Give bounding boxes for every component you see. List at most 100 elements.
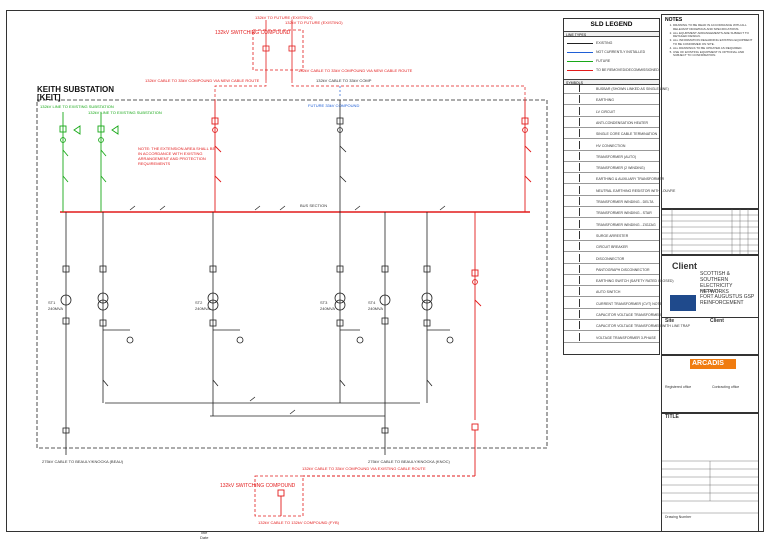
arcadis-logo <box>690 359 736 369</box>
legend-line-label: NOT CURRENTLY INSTALLED <box>596 50 646 54</box>
legend-symbol-label: LV CIRCUIT <box>596 109 616 114</box>
company-name: ARCADIS <box>692 360 724 367</box>
bottom-cable-label: 132kV CABLE TO 132kV COMPOUND (FYB) <box>258 520 339 525</box>
legend-symbol-glyph <box>579 185 580 194</box>
legend-symbol-label: CIRCUIT BREAKER <box>596 245 628 250</box>
legend-line-swatch <box>567 70 593 71</box>
top-compound-label: 132kV SWITCHING COMPOUND <box>215 30 291 36</box>
drawing-frame <box>6 10 764 532</box>
legend-symbol-label: TRANSFORMER WINDING - ZIGZAG <box>596 222 656 227</box>
project-label: PROJECT <box>700 288 719 293</box>
bottom-right-label: 275kV CABLE TO BEAULY/KNOCKA (KNOC) <box>368 459 450 464</box>
legend-symbol-label: EARTHING SWITCH (SAFETY RATED CLOSED) <box>596 279 674 284</box>
legend-symbol-glyph <box>579 230 580 239</box>
legend-symbol-label: SURGE ARRESTER <box>596 233 629 238</box>
footer-date: Date <box>200 535 209 540</box>
substation-code: [KEIT] <box>37 93 61 102</box>
note-item: USE OF EXISTING EQUIPMENT IS OPTIONAL AN… <box>673 50 757 59</box>
bus-section-switches <box>129 205 446 415</box>
client-block: Client SCOTTISH & SOUTHERN ELECTRICITY N… <box>661 254 759 356</box>
transformer-label-2: ST2 <box>195 300 203 305</box>
transformer-label-4: ST4 <box>368 300 376 305</box>
title-label: TITLE <box>665 414 679 420</box>
site-label: Site <box>665 318 675 324</box>
legend-line-swatch <box>567 43 593 44</box>
transformer-bays <box>60 212 454 455</box>
top-compound-box <box>252 29 304 71</box>
client-label: Client <box>672 261 698 271</box>
legend-symbol-glyph <box>579 242 580 251</box>
note-item: ALL DRAWINGS TO BE UPDATED AS REQUIRED. <box>673 46 757 51</box>
legend-symbol-glyph <box>579 84 580 92</box>
legend-symbol-glyph <box>579 219 580 228</box>
substation-boundary <box>36 99 548 449</box>
legend-symbol-label: CURRENT TRANSFORMER (CVT) NOTE <box>596 301 662 306</box>
drawing-number-label: Drawing Number <box>665 515 692 519</box>
transformer-rating-3: 240MVA <box>320 306 336 311</box>
legend-symbol-label: BUSBAR (SHOWN LINKED AS SINGLE LINE) <box>596 87 669 91</box>
green-feeder-label-1: 132kV LINE TO EXISTING SUBSTATION <box>40 104 114 109</box>
legend-symbol-glyph <box>579 163 580 172</box>
note-item: ALL EQUIPMENT ARRANGEMENTS ARE SUBJECT T… <box>673 31 757 40</box>
legend-symbol-glyph <box>579 287 580 296</box>
legend-line-label: TO BE REMOVED/DECOMMISSIONED <box>596 68 659 72</box>
client-name: SCOTTISH & SOUTHERN ELECTRICITY NETWORKS <box>700 271 733 295</box>
top-compound-feeders <box>262 20 296 80</box>
legend-symbol-glyph <box>579 332 580 341</box>
legend-symbol-label: SINGLE CORE CABLE TERMINATION <box>596 132 658 137</box>
legend-symbol-label: EARTHING & AUXILIARY TRANSFORMER <box>596 177 665 182</box>
legend-symbol-glyph <box>579 298 580 307</box>
note-item: ALL INFORMATION REGARDING EXISTING EQUIP… <box>673 38 757 47</box>
legend-symbol-glyph <box>579 151 580 160</box>
legend-symbol-glyph <box>579 276 580 285</box>
left-red-note: 132kV CABLE TO 33kV COMPOUND VIA NEW CAB… <box>145 78 260 83</box>
legend-symbol-glyph <box>579 174 580 183</box>
substation-title: KEITH SUBSTATION <box>37 85 115 94</box>
note-item: DRAWING TO BE READ IN ACCORDANCE WITH AL… <box>673 23 757 32</box>
footer-title: Title <box>200 530 208 535</box>
legend-section-lines: LINE TYPES <box>564 31 659 37</box>
legend-symbol-label: TRANSFORMER WINDING - DELTA <box>596 200 654 204</box>
transformer-label-3: ST3 <box>320 300 328 305</box>
revision-table <box>661 208 759 256</box>
notes-title: NOTES <box>665 17 683 23</box>
mid-note: NOTE: THE EXTENSION AREA SHALL BE IN ACC… <box>138 146 216 166</box>
client-column-label: Client <box>710 318 724 324</box>
company-block: ARCADIS Registered office Contracting of… <box>661 354 759 414</box>
legend-symbol-glyph <box>579 264 580 273</box>
transformer-rating-2: 240MVA <box>195 306 211 311</box>
legend-symbol-label: PANTOGRAPH DISCONNECTOR <box>596 267 650 272</box>
green-feeder-bays <box>59 112 119 212</box>
notes-panel: NOTES DRAWING TO BE READ IN ACCORDANCE W… <box>661 14 759 210</box>
blue-note-1: FUTURE 33kV COMPOUND <box>308 103 360 108</box>
legend-symbol-label: DISCONNECTOR <box>596 256 625 261</box>
transformer-label-1: ST1 <box>48 300 56 305</box>
bus-section-label: BUS SECTION <box>300 203 328 208</box>
sse-logo <box>670 295 696 311</box>
top-red-note: 132kV CABLE TO 33kV COMPOUND VIA NEW CAB… <box>298 68 413 73</box>
top-feeder-label-2: 132kV TO FUTURE (EXISTING) <box>285 20 343 25</box>
transformer-rating-1: 240MVA <box>48 306 64 311</box>
legend-symbol-label: HV CONNECTION <box>596 143 626 148</box>
bottom-red-note: 132kV CABLE TO 33kV COMPOUND VIA EXISTIN… <box>302 466 426 471</box>
legend-symbol-label: AUTO SWITCH <box>596 290 621 295</box>
legend-symbol-glyph <box>579 140 580 149</box>
legend-symbol-glyph <box>579 253 580 262</box>
legend-symbol-label: ANTI-CONDENSATION HEATER <box>596 120 648 125</box>
legend-symbol-glyph <box>579 197 580 205</box>
legend-line-swatch <box>567 61 593 62</box>
bottom-left-label: 275kV CABLE TO BEAULY/KNOCKA (BEAU) <box>42 459 124 464</box>
legend-line-swatch <box>567 52 593 53</box>
contracting-office-label: Contracting office <box>712 385 740 389</box>
transformer-rating-4: 240MVA <box>368 306 384 311</box>
registered-office-label: Registered office <box>665 385 692 389</box>
legend-symbol-glyph <box>579 129 580 138</box>
legend-symbol-label: TRANSFORMER WINDING - STAR <box>596 211 652 216</box>
existing-bay-340 <box>336 100 347 212</box>
legend-symbol-label: CAPACITOR VOLTAGE TRANSFORMER WITH LINE … <box>596 324 690 329</box>
legend-symbol-label: TRANSFORMER (AUTO) <box>596 154 636 159</box>
legend-symbol-glyph <box>579 321 580 330</box>
project-name: FORT AUGUSTUS GSP REINFORCEMENT <box>700 294 755 306</box>
